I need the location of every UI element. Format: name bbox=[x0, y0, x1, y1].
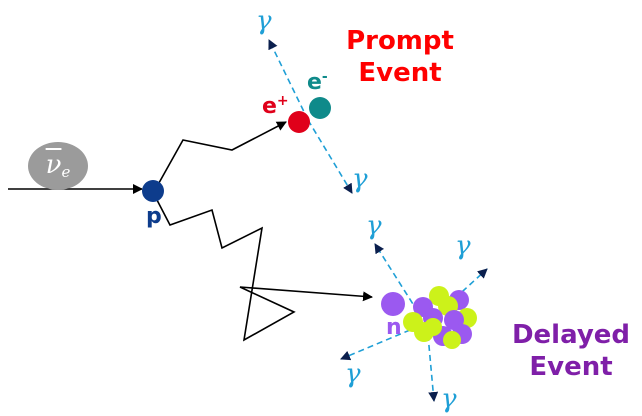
prompt-event-line2: Event bbox=[358, 58, 442, 88]
gamma-label-delayed-bottom: γ bbox=[441, 384, 457, 414]
antineutrino-bubble: νe bbox=[28, 142, 88, 190]
capture-nucleus bbox=[403, 286, 477, 349]
neutron-track bbox=[156, 199, 373, 342]
proton-label: p bbox=[146, 204, 162, 229]
delayed-event-line1: Delayed bbox=[511, 320, 631, 350]
antineutrino-symbol: ν bbox=[45, 150, 62, 180]
delayed-gamma-downleft bbox=[340, 329, 411, 361]
positron-track bbox=[154, 121, 287, 191]
delayed-event-line2: Event bbox=[529, 352, 613, 382]
positron-charge: + bbox=[276, 93, 289, 109]
electron-letter: e bbox=[307, 70, 322, 95]
gamma-label-prompt-bottom: γ bbox=[352, 164, 368, 194]
delayed-event-title: Delayed Event bbox=[504, 322, 638, 380]
delayed-gamma-upleft bbox=[374, 243, 419, 313]
neutron-particle bbox=[381, 292, 405, 316]
gamma-label-prompt-top: γ bbox=[256, 6, 272, 36]
electron-label: e- bbox=[307, 70, 328, 94]
proton-particle bbox=[142, 180, 164, 202]
prompt-event-line1: Prompt bbox=[346, 26, 454, 56]
prompt-gamma-up bbox=[268, 39, 309, 121]
electron-charge: - bbox=[321, 69, 328, 85]
prompt-gamma-down bbox=[307, 119, 353, 194]
antineutrino-subscript: e bbox=[61, 163, 71, 181]
electron-particle bbox=[309, 97, 331, 119]
prompt-event-title: Prompt Event bbox=[330, 28, 470, 86]
gamma-label-delayed-upleft: γ bbox=[366, 211, 382, 241]
gamma-label-delayed-left: γ bbox=[345, 359, 361, 389]
positron-label: e+ bbox=[262, 94, 289, 118]
gamma-label-delayed-upright: γ bbox=[455, 231, 471, 261]
neutron-label: n bbox=[386, 315, 402, 340]
delayed-gamma-down bbox=[427, 334, 439, 402]
positron-particle bbox=[288, 111, 310, 133]
positron-letter: e bbox=[262, 94, 277, 119]
